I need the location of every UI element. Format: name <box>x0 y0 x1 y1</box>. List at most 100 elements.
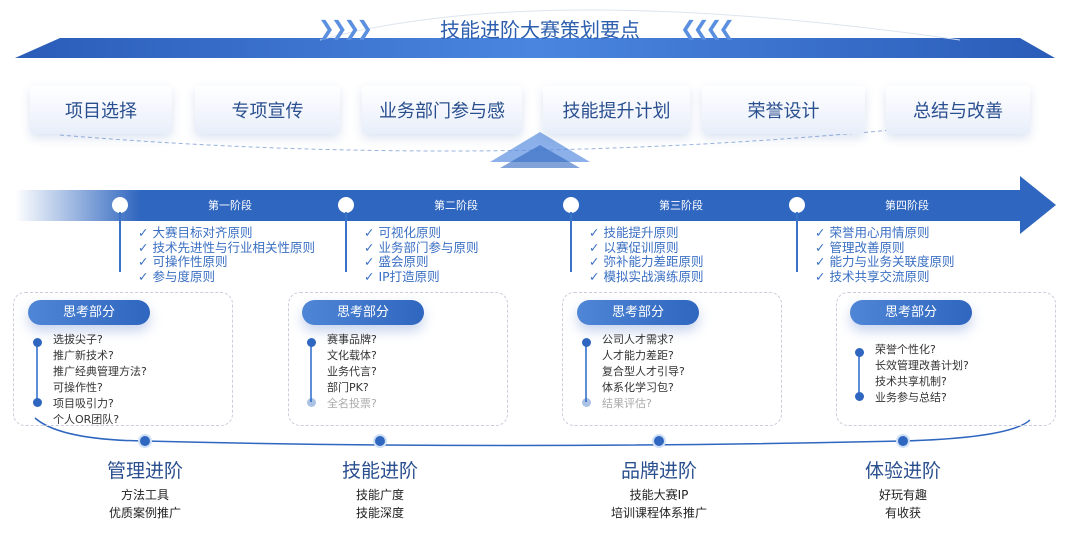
bottom-curve <box>34 417 1031 447</box>
question-line <box>858 352 860 397</box>
chevron-right-icon: ❯❯❯❯ <box>318 16 373 40</box>
top-item: 总结与改善 <box>886 86 1030 134</box>
question-item: 业务代言? <box>327 365 377 378</box>
top-item: 荣誉设计 <box>702 86 865 134</box>
question-line <box>310 342 312 403</box>
question-item: 赛事品牌? <box>327 333 377 346</box>
stage-label: 第四阶段 <box>885 199 929 212</box>
outcome-sub: 技能大赛IP <box>629 488 689 502</box>
title-banner <box>15 38 1055 58</box>
stage-dot <box>563 197 579 213</box>
principle-item: 技术共享交流原则 <box>815 269 954 285</box>
question-item: 选拔尖子? <box>53 333 103 346</box>
question-list: 公司人才需求?人才能力差距?复合型人才引导?体系化学习包?结果评估? <box>602 332 685 412</box>
principle-item: 参与度原则 <box>138 269 315 285</box>
principle-item: 管理改善原则 <box>815 240 954 256</box>
stage-label: 第一阶段 <box>208 199 252 212</box>
question-list: 赛事品牌? 文化载体? 业务代言? 部门PK? 全名投票? <box>327 332 377 412</box>
think-label: 思考部分 <box>28 300 150 325</box>
question-item: 体系化学习包? <box>602 381 674 394</box>
question-item: 部门PK? <box>327 381 369 394</box>
principle-item: 大赛目标对齐原则 <box>138 225 315 241</box>
think-box <box>836 292 1056 426</box>
question-line <box>36 342 38 403</box>
outcome-title: 品牌进阶 <box>620 460 697 482</box>
stage-dot <box>338 197 354 213</box>
question-item: 长效管理改善计划? <box>875 359 969 372</box>
think-box <box>288 292 508 426</box>
stage-label: 第三阶段 <box>659 199 703 212</box>
outcome-dot <box>373 434 387 448</box>
outcome-subs: 技能大赛IP 培训课程体系推广 <box>579 486 739 522</box>
outcome-dot <box>652 434 666 448</box>
outcome-dot <box>896 434 910 448</box>
stage-connector <box>796 212 798 272</box>
question-line <box>585 342 587 403</box>
chevron-left-icon: ❮❮❮❮ <box>680 16 735 40</box>
stage-connector <box>570 212 572 272</box>
stage-connector <box>119 212 121 272</box>
question-list: 荣誉个性化?长效管理改善计划?技术共享机制?业务参与总结? <box>875 342 969 406</box>
question-dot <box>306 398 316 408</box>
principle-item: 技术先进性与行业相关性原则 <box>138 240 315 256</box>
top-item: 业务部门参与感 <box>362 86 522 134</box>
principle-item: 可操作性原则 <box>138 254 315 270</box>
question-dot <box>306 338 316 347</box>
question-dot <box>32 338 42 347</box>
principle-item: 可视化原则 <box>364 225 478 241</box>
stage-dot <box>789 197 805 213</box>
question-item: 业务参与总结? <box>875 391 947 404</box>
principle-item: 业务部门参与原则 <box>364 240 478 256</box>
question-item: 推广经典管理方法? <box>53 365 147 378</box>
stage-label: 第二阶段 <box>434 199 478 212</box>
principle-list: 荣誉用心用情原则管理改善原则能力与业务关联度原则技术共享交流原则 <box>815 225 954 285</box>
outcome-sub: 技能广度 <box>355 488 404 502</box>
question-item: 全名投票? <box>327 397 377 410</box>
think-box <box>13 292 233 426</box>
question-item: 文化载体? <box>327 349 377 362</box>
question-item: 项目吸引力? <box>53 397 114 410</box>
question-item: 推广新技术? <box>53 349 114 362</box>
top-item: 专项宣传 <box>195 86 340 134</box>
principle-item: 荣誉用心用情原则 <box>815 225 954 241</box>
principle-item: 弥补能力差距原则 <box>589 254 703 270</box>
question-dot <box>581 398 591 408</box>
outcome-sub: 方法工具 <box>120 488 169 502</box>
top-item: 项目选择 <box>30 86 172 134</box>
principle-item: 盛会原则 <box>364 254 478 270</box>
outcome-subs: 技能广度技能深度 <box>300 486 460 522</box>
question-item: 人才能力差距? <box>602 349 674 362</box>
timeline-arrow <box>15 176 1056 234</box>
question-item: 结果评估? <box>602 397 652 410</box>
outcome-subs: 方法工具优质案例推广 <box>65 486 225 522</box>
principle-item: 技能提升原则 <box>589 225 703 241</box>
question-dot <box>32 398 42 408</box>
think-label: 思考部分 <box>302 300 424 325</box>
think-label: 思考部分 <box>850 300 972 325</box>
principle-list: 可视化原则业务部门参与原则盛会原则IP打造原则 <box>364 225 478 285</box>
outcome-title: 体验进阶 <box>864 460 941 482</box>
outcome-title: 管理进阶 <box>106 460 183 482</box>
question-item: 可操作性? <box>53 381 103 394</box>
question-dot <box>854 392 864 402</box>
question-list: 选拔尖子? 推广新技术? 推广经典管理方法? 可操作性? 项目吸引力? 个人OR团队? <box>53 332 147 428</box>
principle-item: 能力与业务关联度原则 <box>815 254 954 270</box>
principle-item: IP打造原则 <box>364 269 478 285</box>
outcome-sub: 培训课程体系推广 <box>610 506 707 520</box>
principle-list: 大赛目标对齐原则技术先进性与行业相关性原则可操作性原则参与度原则 <box>138 225 315 285</box>
principle-list: 技能提升原则以赛促训原则弥补能力差距原则模拟实战演练原则 <box>589 225 703 284</box>
outcome-subs: 好玩有趣有收获 <box>823 486 983 522</box>
page-title: 技能进阶大赛策划要点 <box>440 18 640 42</box>
question-item: 公司人才需求? <box>602 333 674 346</box>
principle-item: 以赛促训原则 <box>589 240 703 256</box>
think-label: 思考部分 <box>577 300 699 325</box>
stage-connector <box>345 212 347 272</box>
question-item: 荣誉个性化? <box>875 343 936 356</box>
question-item: 个人OR团队? <box>53 413 120 426</box>
outcome-sub: 有收获 <box>884 506 921 520</box>
outcome-sub: 优质案例推广 <box>108 506 181 520</box>
stage-dot <box>112 197 128 213</box>
think-box <box>562 292 782 426</box>
outcome-title: 技能进阶 <box>341 460 418 482</box>
